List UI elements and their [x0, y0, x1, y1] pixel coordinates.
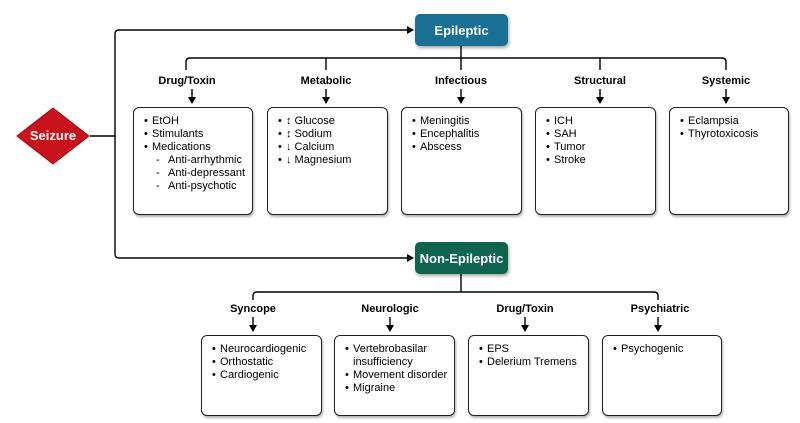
- epileptic-group-title-infectious: Infectious: [435, 75, 487, 87]
- non-epileptic-box-drug-toxin: EPS Delerium Tremens: [468, 335, 589, 416]
- list-subitem: Anti-arrhythmic: [144, 154, 246, 167]
- epileptic-box-metabolic: ↕ Glucose ↕ Sodium ↓ Calcium ↓ Magnesium: [267, 107, 388, 215]
- item-label: Calcium: [291, 141, 335, 153]
- list-item: Encephalitis: [412, 128, 515, 141]
- epileptic-group-title-metabolic: Metabolic: [300, 75, 352, 87]
- non-epileptic-box-neurologic: Vertebrobasilar insufficiency Movement d…: [334, 335, 455, 416]
- list-item: ICH: [546, 115, 649, 128]
- list-item: Stimulants: [144, 128, 246, 141]
- epileptic-box-structural: ICH SAH Tumor Stroke: [535, 107, 656, 215]
- list-item: EPS: [479, 343, 582, 356]
- list-item: Abscess: [412, 141, 515, 154]
- connector-epileptic-bus: [185, 57, 727, 63]
- epileptic-group-title-structural: Structural: [574, 75, 626, 87]
- list-item: ↕ Glucose: [278, 115, 381, 128]
- list-item: Vertebrobasilar insufficiency: [345, 343, 448, 369]
- connector-seizure-epileptic: [90, 26, 414, 137]
- list-item: ↓ Magnesium: [278, 154, 381, 167]
- down-arrow-icon: ↓: [286, 141, 292, 153]
- non-epileptic-group-title-drug-toxin: Drug/Toxin: [496, 303, 554, 315]
- seizure-node: Seizure: [16, 107, 90, 165]
- connector-seizure-non-epileptic: [114, 136, 414, 262]
- epileptic-box-drug-toxin: EtOH Stimulants Medications Anti-arrhyth…: [133, 107, 253, 215]
- list-item: ↕ Sodium: [278, 128, 381, 141]
- item-label: Magnesium: [291, 154, 352, 166]
- non-epileptic-box-syncope: Neurocardiogenic Orthostatic Cardiogenic: [201, 335, 322, 416]
- list-item: Movement disorder: [345, 369, 448, 382]
- list-item: ↓ Calcium: [278, 141, 381, 154]
- list-item: Psychogenic: [613, 343, 715, 356]
- non-epileptic-group-title-neurologic: Neurologic: [361, 303, 419, 315]
- list-item: Cardiogenic: [212, 369, 315, 382]
- item-label: Sodium: [291, 128, 332, 140]
- connector-non-epileptic-bus: [252, 291, 659, 297]
- list-item: EtOH: [144, 115, 246, 128]
- diamond-shape: [16, 107, 90, 165]
- list-item: Migraine: [345, 382, 448, 395]
- list-subitem: Anti-psychotic: [144, 180, 246, 193]
- non-epileptic-group-title-syncope: Syncope: [230, 303, 276, 315]
- list-item: Delerium Tremens: [479, 356, 582, 369]
- list-item: Thyrotoxicosis: [680, 128, 782, 141]
- non-epileptic-box-psychiatric: Psychogenic: [602, 335, 722, 416]
- epileptic-box-systemic: Eclampsia Thyrotoxicosis: [669, 107, 789, 215]
- epileptic-group-title-drug-toxin: Drug/Toxin: [158, 75, 216, 87]
- list-item: Orthostatic: [212, 356, 315, 369]
- non-epileptic-node: Non-Epileptic: [415, 242, 508, 274]
- epileptic-node: Epileptic: [415, 14, 508, 46]
- list-item: Stroke: [546, 154, 649, 167]
- list-item: Tumor: [546, 141, 649, 154]
- down-arrow-icon: ↓: [286, 154, 292, 166]
- seizure-label: Seizure: [29, 128, 77, 143]
- list-item: Neurocardiogenic: [212, 343, 315, 356]
- list-item: Meningitis: [412, 115, 515, 128]
- item-label: Glucose: [291, 115, 335, 127]
- non-epileptic-group-title-psychiatric: Psychiatric: [630, 303, 690, 315]
- up-down-arrow-icon: ↕: [286, 128, 292, 140]
- list-item: SAH: [546, 128, 649, 141]
- epileptic-box-infectious: Meningitis Encephalitis Abscess: [401, 107, 522, 215]
- up-down-arrow-icon: ↕: [286, 115, 292, 127]
- list-item: Eclampsia: [680, 115, 782, 128]
- list-subitem: Anti-depressant: [144, 167, 246, 180]
- list-item: Medications: [144, 141, 246, 154]
- epileptic-group-title-systemic: Systemic: [701, 75, 751, 87]
